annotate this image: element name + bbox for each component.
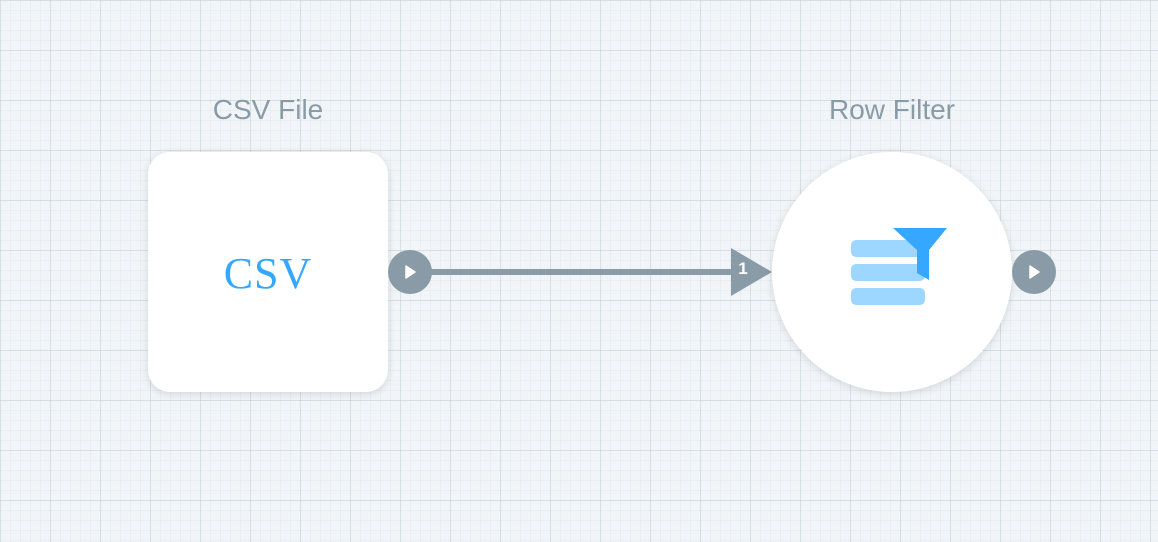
node-csv-file[interactable]: CSV <box>148 152 388 392</box>
output-port-row-filter[interactable] <box>1012 250 1056 294</box>
input-port-number: 1 <box>738 259 748 278</box>
node-label-csv-file: CSV File <box>212 94 324 125</box>
output-port-csv-file[interactable] <box>388 250 432 294</box>
play-icon <box>1029 265 1040 279</box>
csv-icon: CSV <box>223 248 313 298</box>
row-filter-icon <box>851 228 947 305</box>
play-icon <box>405 265 416 279</box>
node-label-row-filter: Row Filter <box>828 94 955 125</box>
node-row-filter[interactable] <box>772 152 1012 392</box>
